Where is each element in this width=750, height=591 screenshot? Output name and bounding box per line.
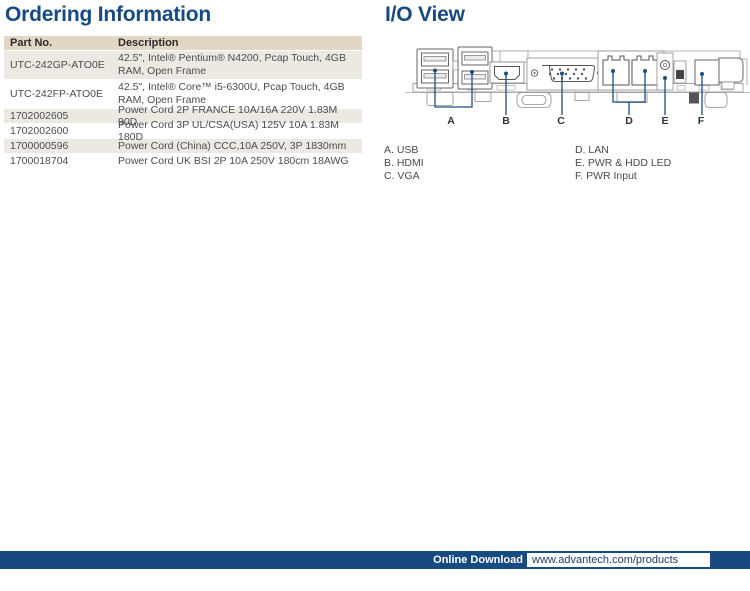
diagram-label-b: B <box>502 115 510 127</box>
legend-item-usb: A. USB <box>384 144 419 156</box>
io-view-title: I/O View <box>385 3 465 26</box>
hdmi-port <box>489 61 525 84</box>
part-no-cell: 1702002605 <box>10 110 69 122</box>
diagram-label-a: A <box>447 115 455 127</box>
table-row: UTC-242FP-ATO0E 42.5", Intel® Core™ i5-6… <box>4 79 362 108</box>
legend-item-pwr-input: F. PWR Input <box>575 170 637 182</box>
ordering-table: Part No. Description UTC-242GP-ATO0E 42.… <box>4 36 362 168</box>
usb-stack-2 <box>457 46 493 90</box>
online-download-label: Online Download <box>433 554 523 566</box>
dark-component <box>689 92 699 104</box>
diagram-label-f: F <box>698 115 705 127</box>
io-diagram: A B C D E F <box>405 46 750 127</box>
download-url-link[interactable]: www.advantech.com/products <box>527 553 710 567</box>
table-row: 1700018704 Power Cord UK BSI 2P 10A 250V… <box>4 153 362 168</box>
diagram-label-d: D <box>625 115 633 127</box>
part-no-cell: UTC-242GP-ATO0E <box>10 59 105 71</box>
leader-a <box>434 70 473 108</box>
table-row: 1702002600 Power Cord 3P UL/CSA(USA) 125… <box>4 119 362 143</box>
leader-dots <box>433 68 704 80</box>
legend-item-vga: C. VGA <box>384 170 420 182</box>
table-row: 1702002605 Power Cord 2P FRANCE 10A/16A … <box>4 104 362 128</box>
table-row: UTC-242GP-ATO0E 42.5", Intel® Pentium® N… <box>4 50 362 79</box>
diagram-label-c: C <box>557 115 565 127</box>
io-legend-column-2: D. LAN E. PWR & HDD LED F. PWR Input <box>575 144 671 183</box>
vga-pins <box>548 68 588 80</box>
vga-port <box>526 57 608 91</box>
ordering-information-title: Ordering Information <box>5 3 212 26</box>
bezel-notch <box>499 50 529 63</box>
description-cell: 42.5", Intel® Pentium® N4200, Pcap Touch… <box>118 52 346 77</box>
table-header-row: Part No. Description <box>4 36 362 50</box>
description-cell: Power Cord (China) CCC,10A 250V, 3P 1830… <box>118 140 347 152</box>
small-connector <box>673 60 687 84</box>
io-legend-column-1: A. USB B. HDMI C. VGA <box>384 144 424 183</box>
col-header-part-no: Part No. <box>10 37 53 49</box>
legend-item-pwr-hdd-led: E. PWR & HDD LED <box>575 157 672 169</box>
description-cell: 42.5", Intel® Core™ i5-6300U, Pcap Touch… <box>118 81 345 106</box>
power-input-jack <box>694 57 744 90</box>
part-no-cell: 1700000596 <box>10 140 69 152</box>
legend-item-lan: D. LAN <box>575 144 609 156</box>
led-indicator <box>656 52 674 91</box>
part-no-cell: 1702002600 <box>10 125 69 137</box>
online-download-bar: Online Download www.advantech.com/produc… <box>0 551 750 569</box>
leader-lines <box>434 70 703 115</box>
legend-item-hdmi: B. HDMI <box>384 157 424 169</box>
usb-bracket <box>452 60 459 71</box>
col-header-description: Description <box>118 36 179 49</box>
description-cell: Power Cord UK BSI 2P 10A 250V 180cm 18AW… <box>118 155 349 167</box>
part-no-cell: UTC-242FP-ATO0E <box>10 88 103 100</box>
leader-d <box>612 71 646 115</box>
lan-ports <box>597 50 665 91</box>
part-no-cell: 1700018704 <box>10 155 69 167</box>
under-board-tabs <box>426 92 728 108</box>
description-cell: Power Cord 3P UL/CSA(USA) 125V 10A 1.83M… <box>118 119 339 143</box>
diagram-label-e: E <box>661 115 668 127</box>
table-row: 1700000596 Power Cord (China) CCC,10A 25… <box>4 138 362 153</box>
